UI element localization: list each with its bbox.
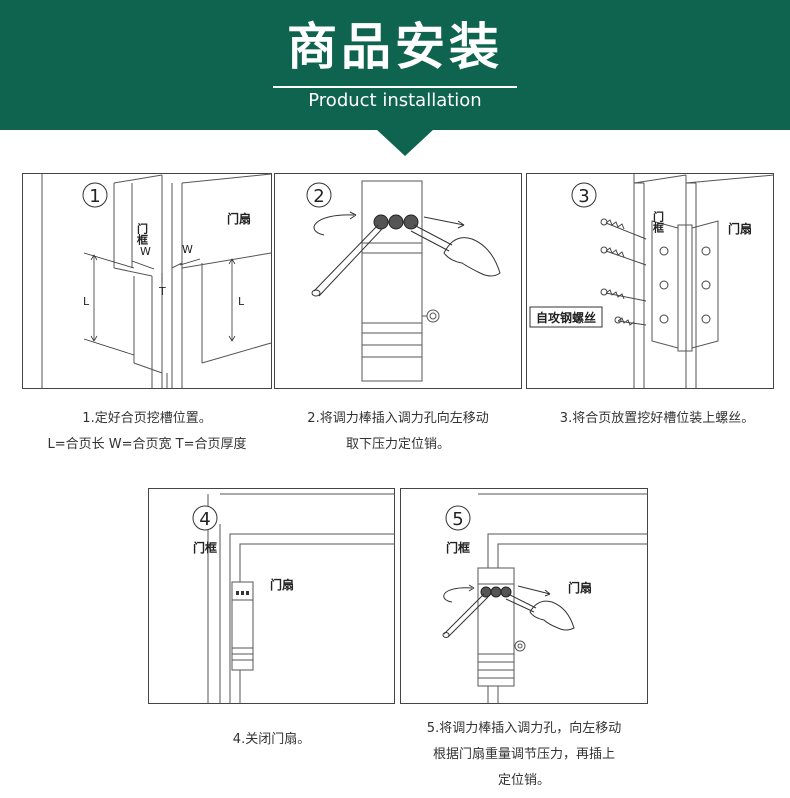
step-4-caption-line-1: 4.关闭门扇。 — [148, 727, 395, 753]
step-5-number: 5 — [452, 509, 463, 530]
step-1-caption-line-1: 1.定好合页挖槽位置。 — [22, 406, 272, 432]
step-3-caption: 3.将合页放置挖好槽位装上螺丝。 — [526, 406, 788, 432]
step-1-number: 1 — [89, 186, 100, 207]
step-5-caption-line-1: 5.将调力棒插入调力孔，向左移动 — [390, 716, 658, 742]
label-l-right: L — [238, 295, 245, 308]
label-door: 门扇 — [270, 577, 294, 592]
label-door: 门扇 — [227, 211, 251, 226]
step-3-illustration: 3 门框 门扇 自攻钢螺丝 — [526, 173, 774, 389]
step-5-caption-line-3: 定位销。 — [390, 768, 658, 794]
step-4-number: 4 — [199, 509, 210, 530]
step-5-illustration: 5 门框 门扇 — [400, 488, 648, 704]
step-2-caption-line-1: 2.将调力棒插入调力孔向左移动 — [274, 406, 522, 432]
page-title: 商品安装 — [0, 14, 790, 80]
page-subtitle: Product installation — [0, 88, 790, 114]
label-w-left: W — [140, 245, 151, 258]
step-2-number: 2 — [313, 186, 324, 207]
label-frame: 门框 — [652, 210, 665, 234]
label-door: 门扇 — [568, 580, 592, 595]
label-t: T — [158, 285, 166, 298]
step-4-caption: 4.关闭门扇。 — [148, 727, 395, 753]
step-5-caption: 5.将调力棒插入调力孔，向左移动 根据门扇重量调节压力，再插上 定位销。 — [390, 716, 658, 794]
step-3-number: 3 — [578, 186, 589, 207]
step-1-caption: 1.定好合页挖槽位置。 L=合页长 W=合页宽 T=合页厚度 — [22, 406, 272, 458]
label-frame: 门框 — [446, 540, 470, 555]
label-w-right: W — [182, 243, 193, 256]
step-4-illustration: 4 门框 门扇 — [148, 488, 395, 704]
step-2-caption-line-2: 取下压力定位销。 — [274, 432, 522, 458]
step-1-illustration: 1 门框 门扇 W W L L T — [22, 173, 272, 389]
step-3-caption-line-1: 3.将合页放置挖好槽位装上螺丝。 — [526, 406, 788, 432]
step-2-illustration: 2 — [274, 173, 522, 389]
step-1-caption-line-2: L=合页长 W=合页宽 T=合页厚度 — [22, 432, 272, 458]
label-screw: 自攻钢螺丝 — [536, 310, 596, 325]
step-5-caption-line-2: 根据门扇重量调节压力，再插上 — [390, 742, 658, 768]
label-frame: 门框 — [136, 222, 149, 246]
banner-notch — [376, 129, 434, 156]
label-l-left: L — [83, 295, 90, 308]
step-2-caption: 2.将调力棒插入调力孔向左移动 取下压力定位销。 — [274, 406, 522, 458]
label-door: 门扇 — [728, 221, 752, 236]
label-frame: 门框 — [193, 540, 217, 555]
